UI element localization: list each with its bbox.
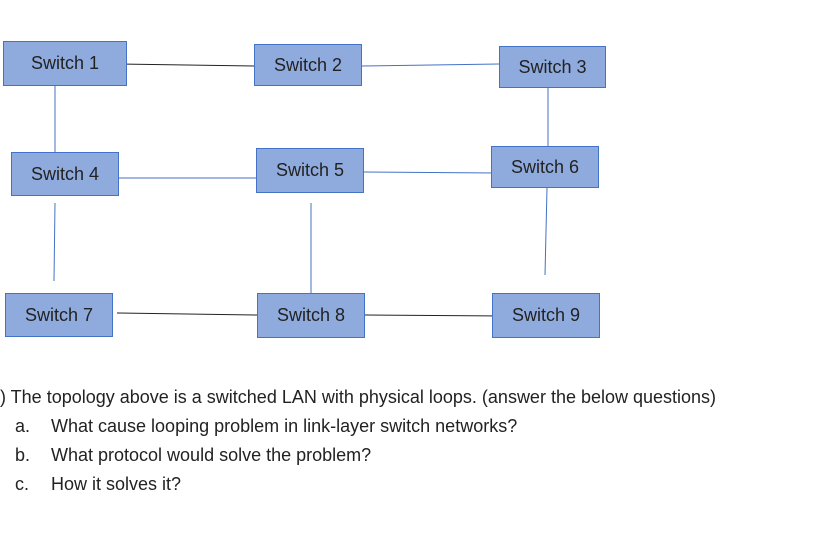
link-s5-s6 [363,171,498,174]
question-marker-b: b. [15,445,31,465]
link-s8-s9 [364,314,506,317]
question-text-b: What protocol would solve the problem? [51,445,372,465]
switch-node-6: Switch 6 [491,146,599,188]
question-marker-a: a. [15,416,31,436]
link-s2-s3 [361,63,500,67]
switch-label: Switch 3 [518,56,587,77]
question-item-b: b. What protocol would solve the problem? [15,441,371,470]
switch-node-8: Switch 8 [257,293,365,338]
switch-label: Switch 5 [275,160,345,180]
links-layer [53,63,549,317]
link-s4-s7 [53,202,56,282]
link-s6-s9 [544,187,548,276]
switch-node-9: Switch 9 [492,293,600,338]
switch-label: Switch 6 [510,156,580,177]
switch-node-1: Switch 1 [3,41,127,86]
question-text-c: How it solves it? [51,474,182,494]
switch-label: Switch 4 [30,163,100,184]
switch-label: Switch 9 [511,305,581,325]
question-item-a: a. What cause looping problem in link-lay… [15,412,517,441]
question-intro: ) The topology above is a switched LAN w… [0,387,717,407]
link-s7-s8 [116,312,258,316]
question-text-a: What cause looping problem in link-layer… [51,416,518,436]
switch-label: Switch 8 [276,305,346,325]
switch-node-5: Switch 5 [256,148,364,193]
switch-label: Switch 7 [24,304,94,325]
switch-label: Switch 2 [273,54,343,75]
switch-node-3: Switch 3 [499,46,606,88]
switch-node-4: Switch 4 [11,152,119,196]
switch-label: Switch 1 [30,53,100,73]
switch-node-7: Switch 7 [5,293,113,337]
link-s1-s2 [116,63,255,67]
question-marker-c: c. [15,474,30,494]
switch-node-2: Switch 2 [254,44,362,86]
question-item-c: c. How it solves it? [15,470,181,499]
